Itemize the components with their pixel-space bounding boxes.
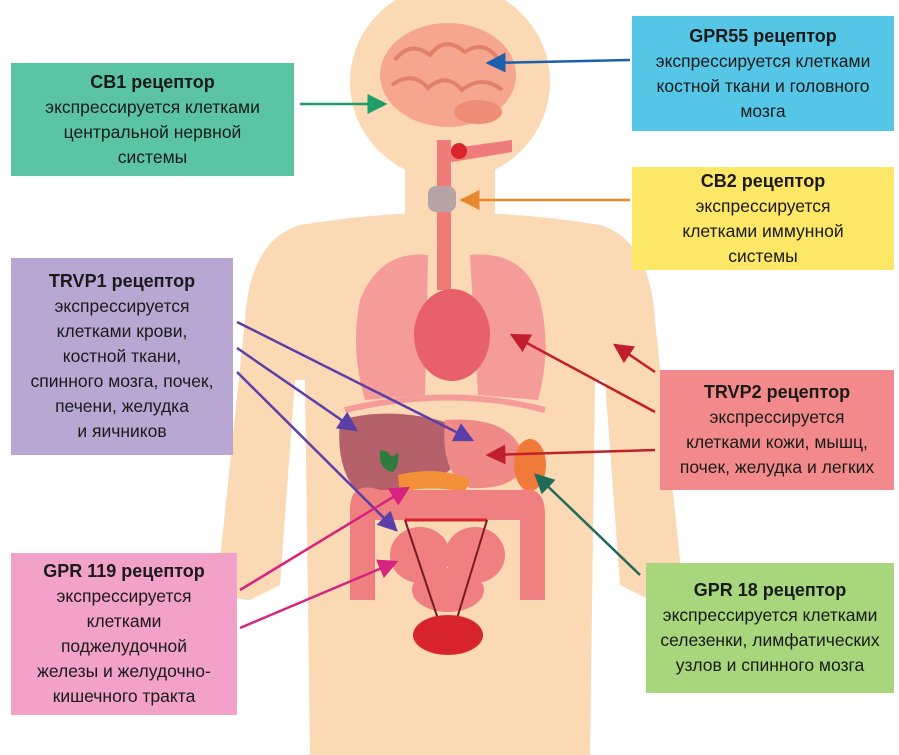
trvp1-description: экспрессируется клетками крови, костной … bbox=[17, 294, 227, 444]
trvp2-receptor-box: TRVP2 рецептор экспрессируется клетками … bbox=[660, 370, 894, 490]
cb1-description: экспрессируется клетками центральной нер… bbox=[17, 95, 288, 170]
gpr119-title: GPR 119 рецептор bbox=[17, 559, 231, 584]
gpr55-title: GPR55 рецептор bbox=[638, 24, 888, 49]
cb2-description: экспрессируется клетками иммунной систем… bbox=[638, 194, 888, 269]
heart bbox=[414, 289, 490, 381]
gpr119-description: экспрессируется клетками поджелудочной ж… bbox=[17, 584, 231, 709]
gpr55-receptor-box: GPR55 рецептор экспрессируется клетками … bbox=[632, 16, 894, 131]
gpr18-description: экспрессируется клетками селезенки, лимф… bbox=[652, 603, 888, 678]
cb2-title: СВ2 рецептор bbox=[638, 169, 888, 194]
gpr18-receptor-box: GPR 18 рецептор экспрессируется клетками… bbox=[646, 563, 894, 693]
trvp2-title: TRVP2 рецептор bbox=[666, 380, 888, 405]
gpr119-receptor-box: GPR 119 рецептор экспрессируется клеткам… bbox=[11, 553, 237, 715]
trvp2-description: экспрессируется клетками кожи, мышц, поч… bbox=[666, 405, 888, 480]
spleen bbox=[514, 439, 546, 491]
gpr55-description: экспрессируется клетками костной ткани и… bbox=[638, 49, 888, 124]
brain bbox=[380, 23, 516, 127]
trvp1-title: TRVP1 рецептор bbox=[17, 269, 227, 294]
cb1-title: СВ1 рецептор bbox=[17, 70, 288, 95]
trvp1-receptor-box: TRVP1 рецептор экспрессируется клетками … bbox=[11, 258, 233, 455]
cb2-receptor-box: СВ2 рецептор экспрессируется клетками им… bbox=[632, 167, 894, 270]
cb1-receptor-box: СВ1 рецептор экспрессируется клетками це… bbox=[11, 63, 294, 176]
gpr18-title: GPR 18 рецептор bbox=[652, 578, 888, 603]
